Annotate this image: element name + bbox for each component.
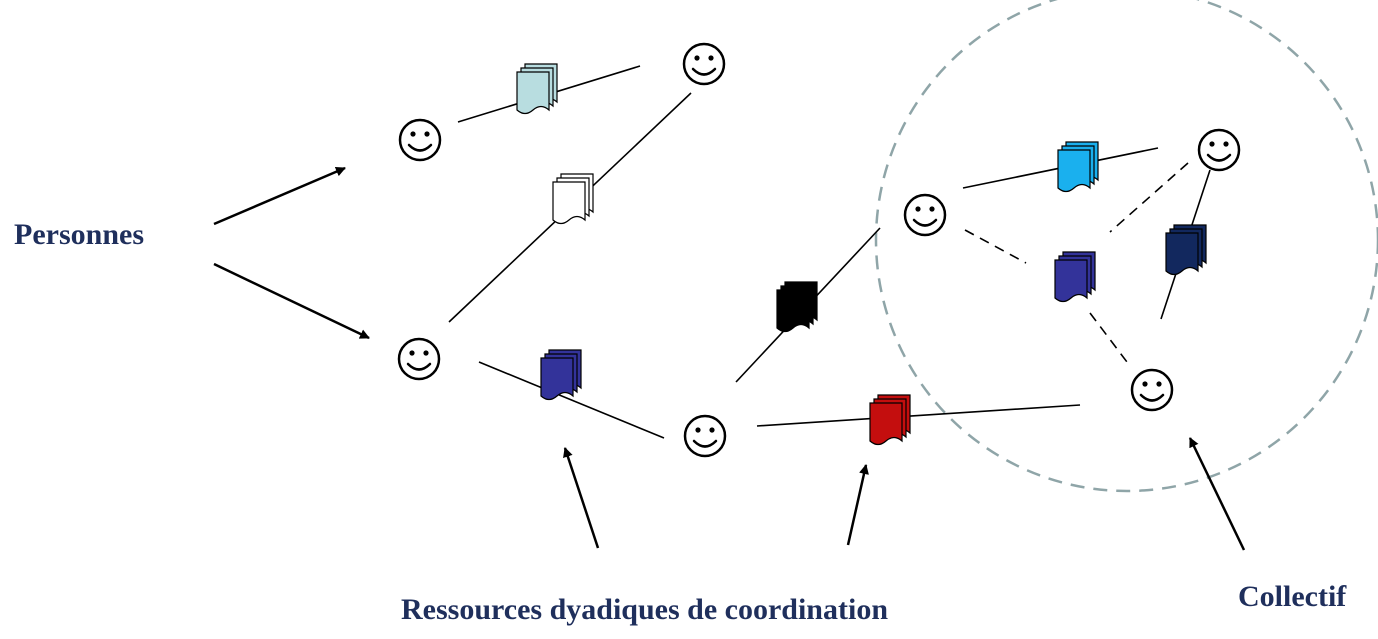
- resource-r1-document-stack-icon: [516, 63, 558, 115]
- link-p3-p4: [478, 361, 665, 439]
- label-collectif: Collectif: [1238, 580, 1347, 613]
- resource-r3-document-stack-icon: [540, 349, 582, 401]
- dashed-link-p5-r7: [964, 229, 1027, 264]
- resource-r7-document-stack-icon: [1054, 251, 1096, 303]
- person-p2-smiley-icon: [682, 42, 726, 86]
- resource-r4-document-stack-icon: [776, 281, 818, 333]
- label-ressources-dyadiques: Ressources dyadiques de coordination: [401, 593, 889, 626]
- arrow-personnes-to-p1: [213, 166, 346, 226]
- dashed-link-p6-r7: [1109, 162, 1189, 233]
- arrow-to-collective: [1188, 437, 1246, 551]
- person-p7-smiley-icon: [1130, 368, 1174, 412]
- label-personnes: Personnes: [14, 218, 144, 251]
- arrow-to-resource-red: [846, 464, 869, 546]
- link-p4-p7: [756, 404, 1081, 427]
- resource-stacks: [516, 63, 1207, 446]
- arrow-personnes-to-p3: [213, 262, 370, 340]
- person-p4-smiley-icon: [683, 414, 727, 458]
- resource-r5-document-stack-icon: [869, 394, 911, 446]
- resource-r6-document-stack-icon: [1057, 141, 1099, 193]
- arrow-to-resource-indigo: [563, 447, 600, 549]
- dashed-link-r7-p7: [1089, 312, 1131, 367]
- resource-r8-document-stack-icon: [1165, 224, 1207, 276]
- person-p6-smiley-icon: [1197, 128, 1241, 172]
- person-p5-smiley-icon: [903, 193, 947, 237]
- person-p1-smiley-icon: [398, 118, 442, 162]
- collective-boundary: [874, 0, 1378, 493]
- person-p3-smiley-icon: [397, 337, 441, 381]
- resource-r2-document-stack-icon: [552, 173, 594, 225]
